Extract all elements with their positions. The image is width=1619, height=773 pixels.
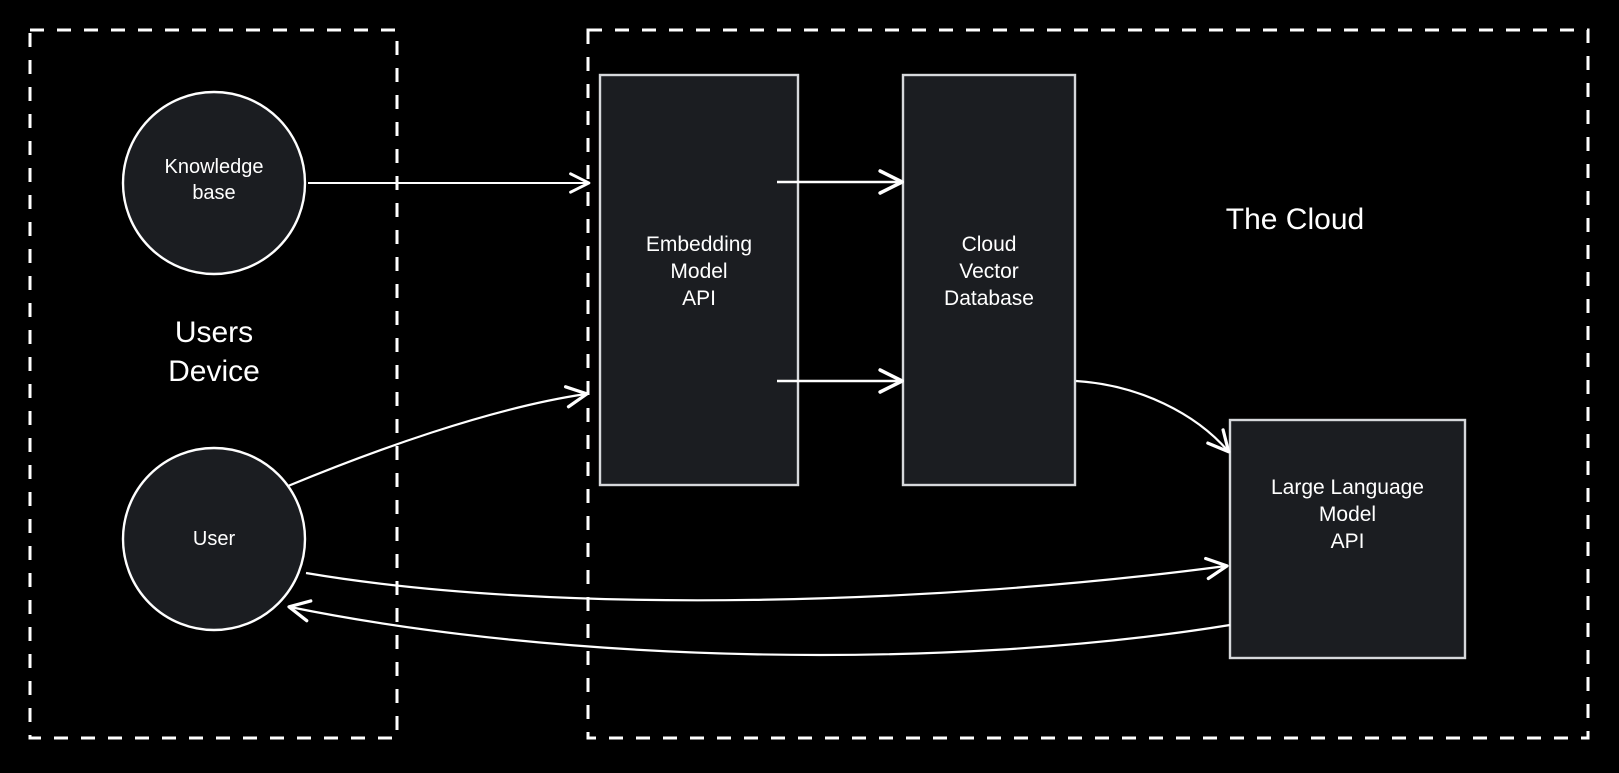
- node-knowledge-base[interactable]: [121, 90, 307, 276]
- node-embedding-model-api[interactable]: [598, 73, 800, 487]
- zone-label-users-device: Users Device: [168, 316, 260, 388]
- edge-llm-to-user: [287, 599, 1231, 657]
- node-large-language-model-api[interactable]: [1228, 418, 1467, 660]
- edge-user-to-embedding: [287, 385, 589, 488]
- edge-user-to-llm: [305, 556, 1229, 602]
- edge-vectordb-to-llm: [1075, 379, 1231, 454]
- node-user[interactable]: [121, 446, 307, 632]
- zone-the-cloud: [586, 28, 1590, 740]
- node-cloud-vector-database[interactable]: [901, 73, 1077, 487]
- zone-users-device: [28, 28, 399, 740]
- zone-label-the-cloud: The Cloud: [1225, 203, 1365, 236]
